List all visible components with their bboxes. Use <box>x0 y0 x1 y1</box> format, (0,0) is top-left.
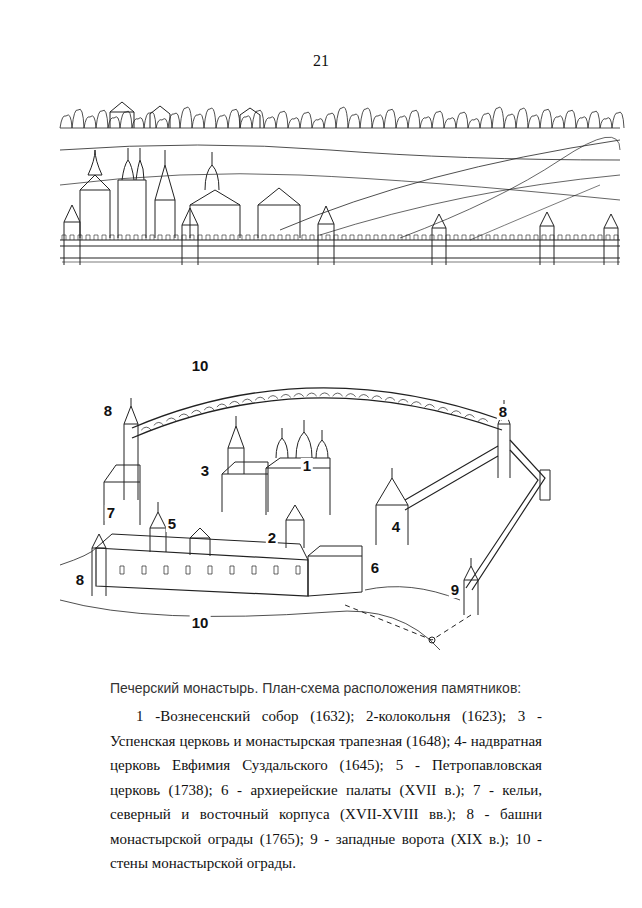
callout-number: 9 <box>449 582 461 598</box>
callout-number: 6 <box>369 560 381 576</box>
callout-number: 8 <box>74 572 86 588</box>
callout-number: 7 <box>105 505 117 521</box>
legend-paragraph: 1 -Вознесенский собор (1632); 2-колоколь… <box>110 704 542 876</box>
callout-number: 1 <box>301 458 313 474</box>
callout-number: 2 <box>266 530 278 546</box>
monastery-plan <box>60 388 550 650</box>
callout-number: 8 <box>102 403 114 419</box>
callout-number: 5 <box>166 516 178 532</box>
callout-number: 10 <box>190 615 211 631</box>
callout-number: 3 <box>199 463 211 479</box>
panorama <box>60 102 624 265</box>
page-number: 21 <box>313 52 329 70</box>
callout-number: 8 <box>497 404 509 420</box>
callout-number: 4 <box>390 519 402 535</box>
callout-number: 10 <box>190 358 211 374</box>
figure-caption: Печерский монастырь. План-схема располож… <box>110 680 550 696</box>
